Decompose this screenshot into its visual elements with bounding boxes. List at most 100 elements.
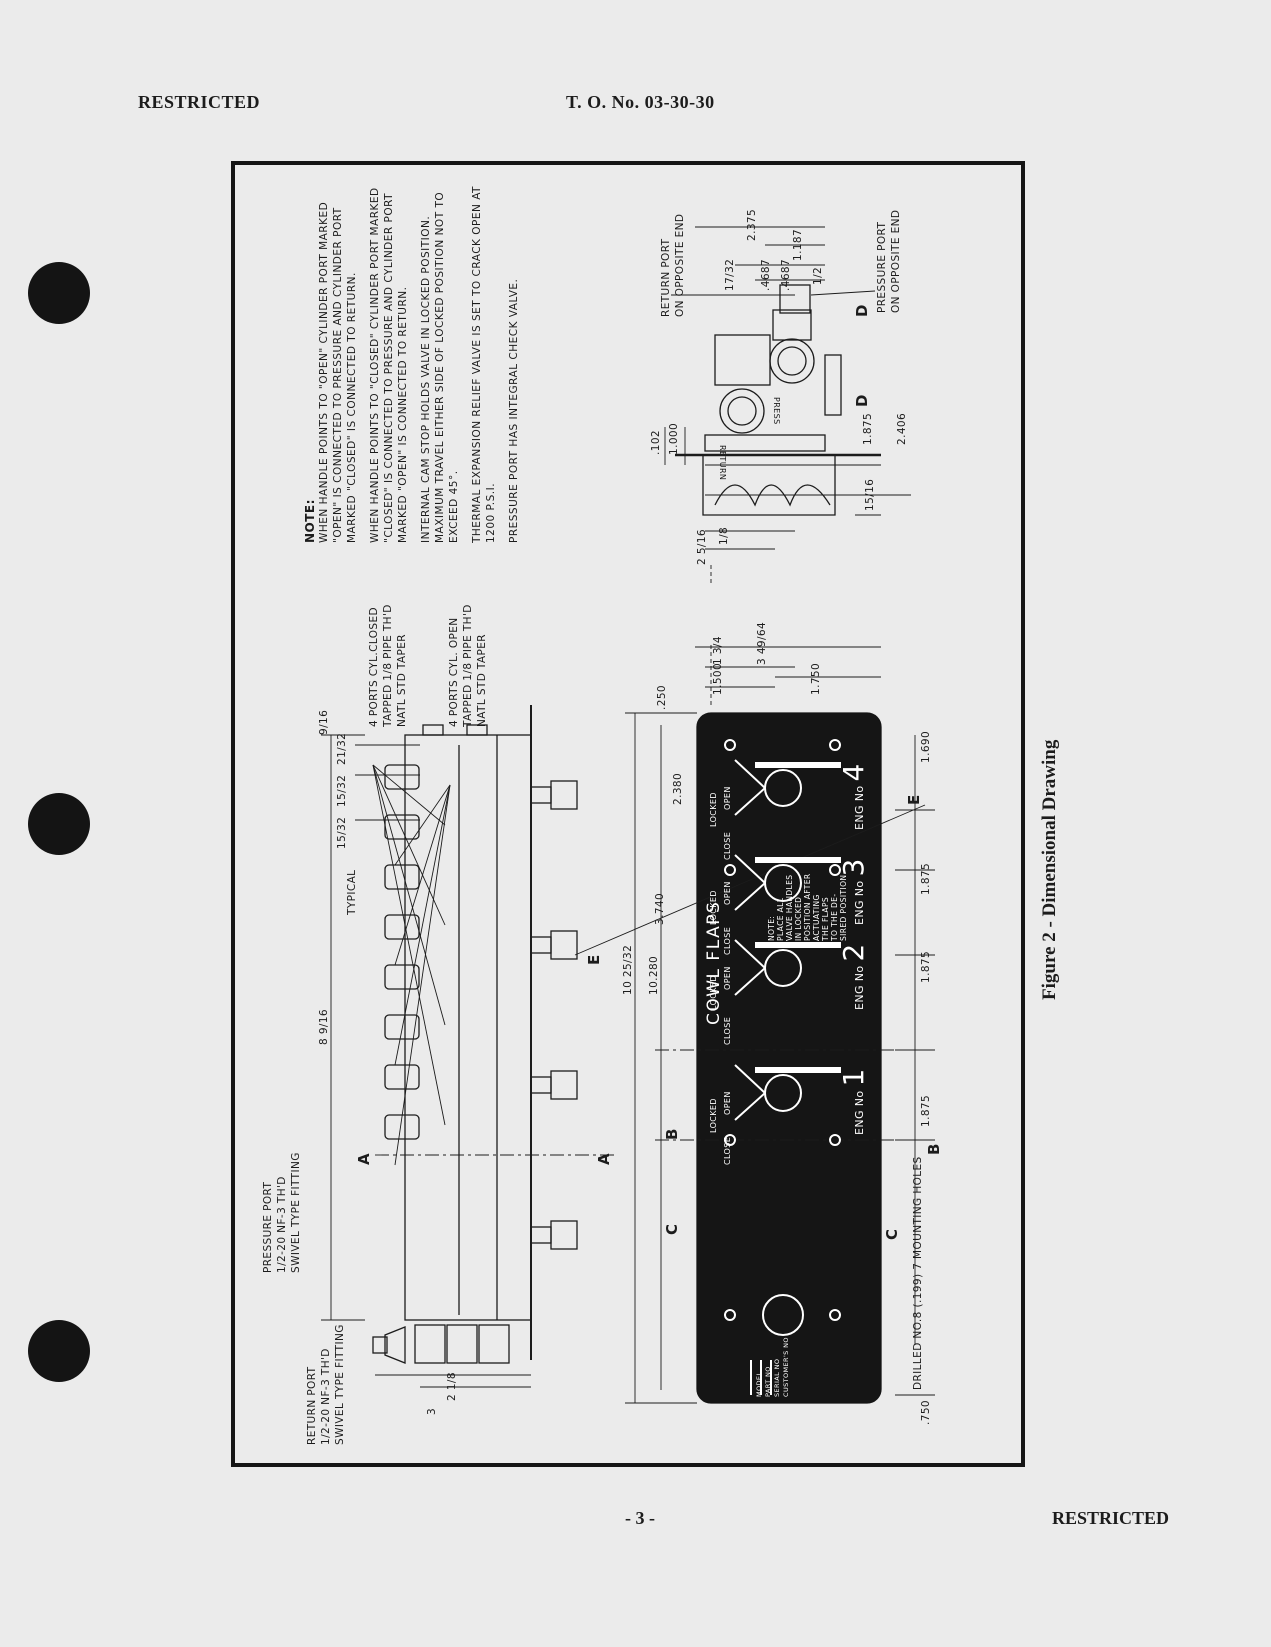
end-view-return-label: RETURN	[718, 445, 727, 481]
header-to-number: T. O. No. 03-30-30	[566, 92, 715, 112]
panel-graphics	[724, 739, 841, 1395]
footer-restricted: RESTRICTED	[1052, 1508, 1170, 1528]
maker-logo	[762, 1294, 804, 1336]
section-mark-c-right: C	[883, 1228, 901, 1240]
callout-ports-closed: 4 PORTS CYL.CLOSED TAPPED 1/8 PIPE TH'D …	[368, 604, 408, 727]
callout-typical: TYPICAL	[346, 869, 358, 915]
callout-return-opposite: RETURN PORT ON OPPOSITE END	[660, 213, 686, 317]
pos-open-4: OPEN	[723, 786, 732, 810]
side-view-fittings	[372, 1324, 510, 1364]
dim-end-2-406: 2.406	[896, 412, 908, 445]
dim-front-1-875-a: 1.875	[920, 862, 932, 895]
pos-open-1: OPEN	[723, 1091, 732, 1115]
binder-hole-top	[28, 262, 90, 324]
note-2: WHEN HANDLE POINTS TO "CLOSED" CYLINDER …	[369, 187, 409, 543]
section-mark-d-top: D	[853, 304, 871, 317]
dim-end-2-5-16: 2 5/16	[696, 529, 708, 565]
pos-open-3: OPEN	[723, 881, 732, 905]
eng-3-text: ENG No	[853, 880, 866, 925]
dim-front-1-500: 1.500	[712, 662, 724, 695]
cowl-flaps-panel	[696, 712, 882, 1404]
dim-front-1-750: 1.750	[810, 662, 822, 695]
section-mark-a-right: A	[595, 1152, 613, 1165]
dim-front-1-3-4: 1 3/4	[712, 636, 724, 665]
eng-2-text: ENG No	[853, 965, 866, 1010]
pos-locked-3: LOCKED	[709, 890, 718, 925]
notes-title: NOTE:	[303, 499, 317, 543]
dim-end-1-000: 1.000	[668, 422, 680, 455]
eng-4-number: 4	[837, 763, 870, 782]
section-mark-b-left: B	[663, 1128, 681, 1140]
note-4: THERMAL EXPANSION RELIEF VALVE IS SET TO…	[471, 186, 497, 543]
dim-side-9-16: 9/16	[318, 709, 330, 735]
eng-1-number: 1	[837, 1068, 870, 1087]
end-view-press-label: PRESS	[772, 397, 781, 425]
eng-3-label: ENG No 3	[837, 858, 870, 925]
dim-end-1-8: 1/8	[718, 526, 730, 545]
note-1: WHEN HANDLE POINTS TO "OPEN" CYLINDER PO…	[318, 201, 358, 543]
dim-end-1-875: 1.875	[862, 412, 874, 445]
dim-side-15-32-b: 15/32	[336, 816, 348, 849]
dim-end-4687-b: .4687	[780, 258, 792, 291]
section-mark-b-right: B	[925, 1143, 943, 1155]
dim-end-17-32: 17/32	[724, 258, 736, 291]
valve-handle-3	[734, 854, 841, 911]
dim-front-3-740: 3.740	[654, 892, 666, 925]
dim-end-2-375: 2.375	[746, 208, 758, 241]
dim-front-1-690: 1.690	[920, 730, 932, 763]
note-5: PRESSURE PORT HAS INTEGRAL CHECK VALVE.	[508, 278, 520, 543]
binder-hole-middle	[28, 793, 90, 855]
drawing-frame: COWL FLAPS ENG No 1 ENG No 2 ENG No 3 EN…	[231, 161, 1025, 1467]
dim-front-10-25-32: 10 25/32	[622, 944, 634, 995]
dim-side-8-9-16: 8 9/16	[318, 1009, 330, 1045]
eng-4-text: ENG No	[853, 785, 866, 830]
eng-1-text: ENG No	[853, 1090, 866, 1135]
nameplate: MODEL PART NO SERIAL NO CUSTOMER'S NO	[755, 1337, 790, 1397]
callout-return-port: RETURN PORT 1/2-20 NF-3 TH'D SWIVEL TYPE…	[306, 1324, 346, 1445]
side-view-ports	[384, 724, 488, 1140]
section-mark-e-left: E	[585, 954, 603, 965]
dimensional-drawing	[321, 226, 935, 1404]
panel-note: NOTE: PLACE ALL VALVE HANDLES IN LOCKED …	[767, 873, 848, 941]
header-restricted: RESTRICTED	[138, 92, 261, 112]
binder-hole-bottom	[28, 1320, 90, 1382]
notes-block: NOTE: WHEN HANDLE POINTS TO "OPEN" CYLIN…	[303, 183, 530, 543]
dim-end-4687-a: .4687	[760, 258, 772, 291]
dim-end-15-16: 15/16	[864, 478, 876, 511]
dim-front-2-380: 2.380	[672, 772, 684, 805]
pos-close-1: CLOSE	[723, 1136, 732, 1165]
pos-locked-2: LOCKED	[709, 975, 718, 1010]
eng-1-label: ENG No 1	[837, 1068, 870, 1135]
valve-handle-1	[734, 1064, 841, 1121]
pos-close-4: CLOSE	[723, 831, 732, 860]
callout-mounting-holes: DRILLED NO.8 (.199) 7 MOUNTING HOLES	[912, 1156, 924, 1390]
eng-2-label: ENG No 2	[837, 943, 870, 1010]
pos-close-3: CLOSE	[723, 926, 732, 955]
section-mark-c-left: C	[663, 1223, 681, 1235]
dim-front-1-875-c: 1.875	[920, 1094, 932, 1127]
callout-pressure-port: PRESSURE PORT 1/2-20 NF-3 TH'D SWIVEL TY…	[262, 1152, 302, 1273]
dim-front-3-49-64: 3 49/64	[756, 621, 768, 665]
pos-close-2: CLOSE	[723, 1016, 732, 1045]
section-mark-e-right: E	[905, 794, 923, 805]
page-number: - 3 -	[625, 1508, 655, 1528]
valve-handle-2	[734, 939, 841, 996]
valve-handle-4	[734, 759, 841, 816]
figure-caption: Figure 2 - Dimensional Drawing	[1039, 739, 1060, 1000]
note-3: INTERNAL CAM STOP HOLDS VALVE IN LOCKED …	[420, 191, 460, 543]
dim-side-2-1-8: 2 1/8	[446, 1372, 458, 1401]
dim-end-1-187: 1.187	[792, 228, 804, 261]
eng-2-number: 2	[837, 943, 870, 962]
eng-4-label: ENG No 4	[837, 763, 870, 830]
pos-locked-1: LOCKED	[709, 1098, 718, 1133]
end-view	[675, 284, 881, 516]
section-mark-a-left: A	[355, 1152, 373, 1165]
dim-front-1-875-b: 1.875	[920, 950, 932, 983]
dim-front-750: .750	[920, 1400, 932, 1425]
dim-side-3: 3	[426, 1407, 438, 1415]
dim-front-250: .250	[656, 685, 668, 710]
dim-side-21-32: 21/32	[336, 732, 348, 765]
callout-ports-open: 4 PORTS CYL. OPEN TAPPED 1/8 PIPE TH'D N…	[448, 604, 488, 727]
dim-end-102: .102	[650, 430, 662, 455]
dim-side-15-32-a: 15/32	[336, 774, 348, 807]
